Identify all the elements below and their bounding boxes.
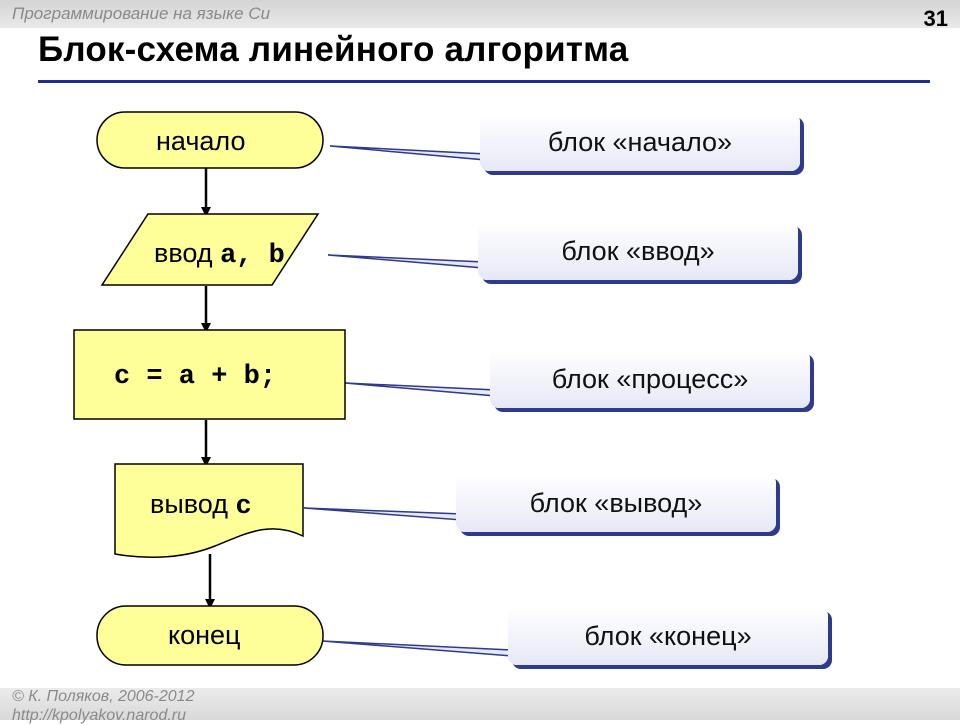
- callout-start: блок «начало»: [480, 113, 800, 171]
- callout-input: блок «ввод»: [478, 222, 798, 280]
- title-underline: [38, 80, 930, 83]
- course-title: Программирование на языке Си: [12, 4, 271, 23]
- output-word: вывод: [150, 489, 236, 519]
- pointer-input: [327, 254, 485, 269]
- end-label: конец: [168, 620, 241, 650]
- start-block: [96, 111, 324, 169]
- output-block: [114, 463, 304, 559]
- callout-end: блок «конец»: [508, 607, 828, 665]
- copyright-text: © К. Поляков, 2006-2012: [12, 688, 195, 705]
- output-var: c: [235, 492, 252, 522]
- process-label: c = a + b;: [114, 362, 277, 392]
- end-block: [96, 605, 324, 666]
- pointer-end: [321, 640, 513, 657]
- process-block: [73, 329, 346, 420]
- input-label: ввод a, b: [154, 238, 285, 271]
- pointer-output: [303, 507, 463, 521]
- start-label: начало: [156, 126, 246, 156]
- input-vars: a, b: [220, 241, 285, 271]
- input-word: ввод: [154, 238, 221, 268]
- output-label: вывод c: [150, 489, 252, 522]
- input-block: [100, 213, 320, 286]
- page-title: Блок-схема линейного алгоритма: [38, 30, 629, 69]
- author-url: http://kpolyakov.narod.ru: [12, 707, 187, 724]
- footer-bar: © К. Поляков, 2006-2012 http://kpolyakov…: [0, 688, 960, 724]
- pointer-process: [344, 382, 497, 397]
- callout-process: блок «процесс»: [490, 350, 810, 408]
- header-bar: Программирование на языке Си 31: [0, 0, 960, 31]
- slide-number: 31: [923, 6, 948, 31]
- callout-output: блок «вывод»: [456, 474, 776, 532]
- pointer-start: [329, 145, 487, 161]
